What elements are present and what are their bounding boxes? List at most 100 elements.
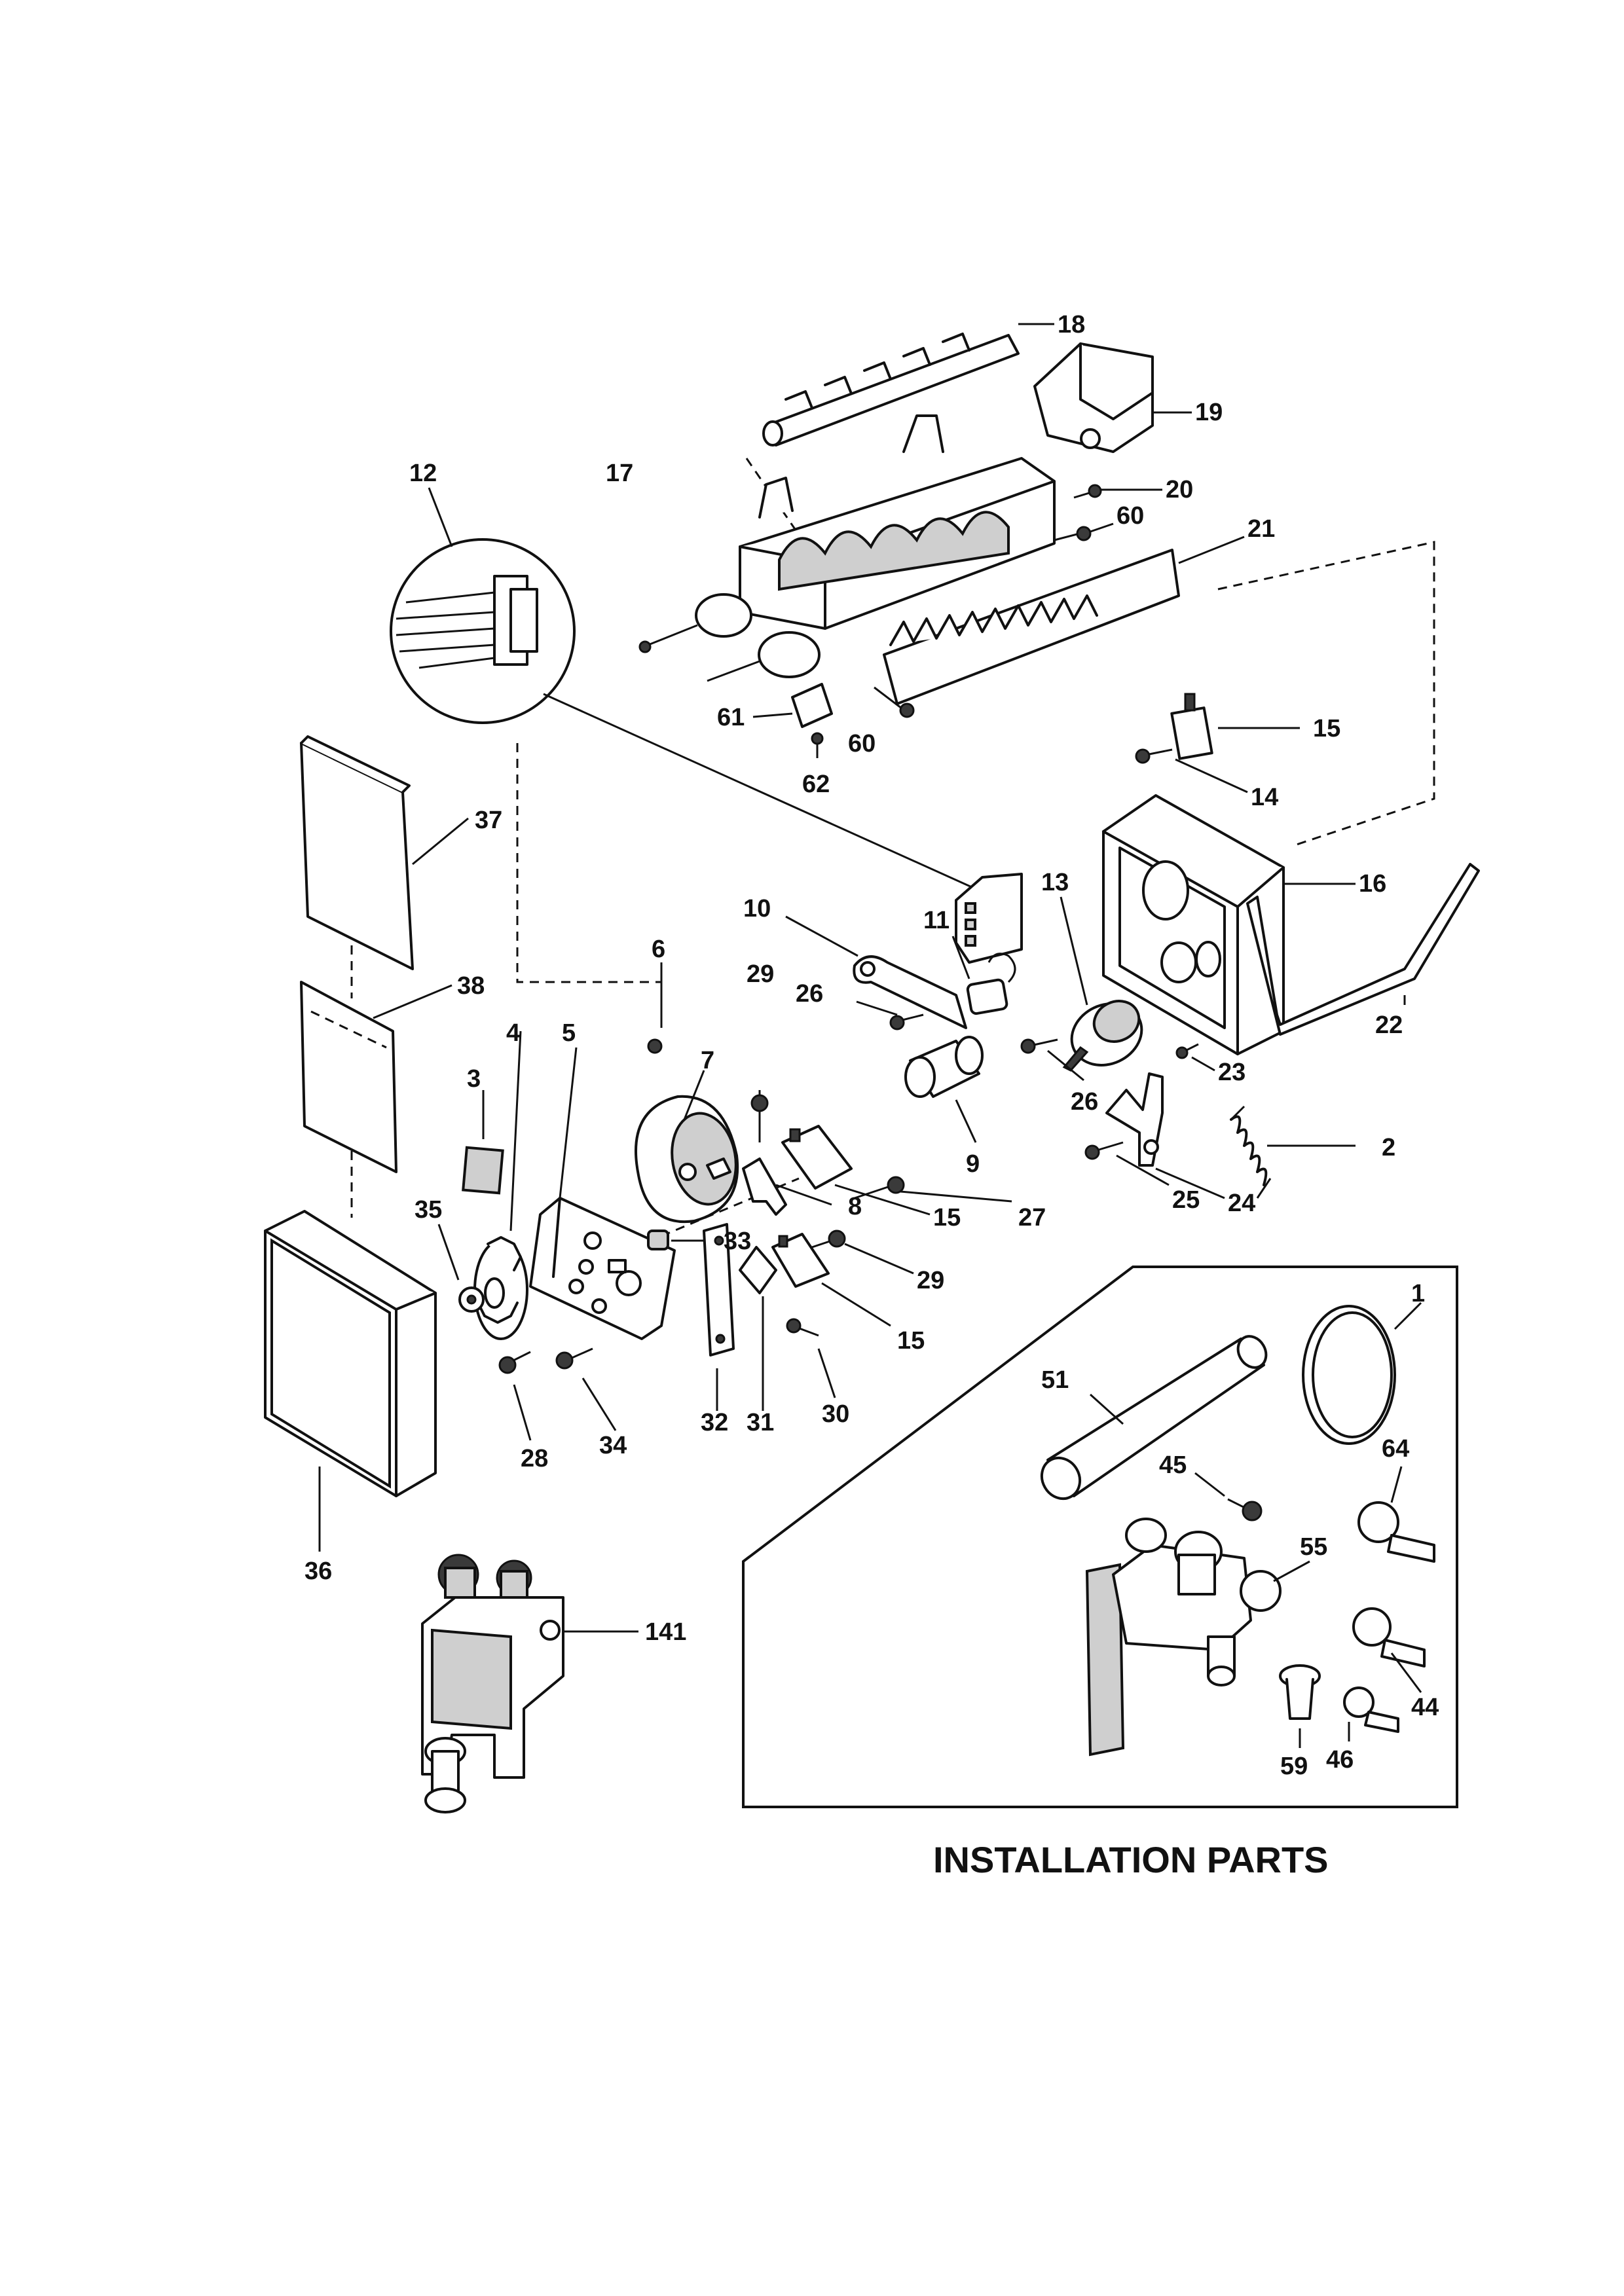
screw-14 (1135, 748, 1173, 764)
callout-29-lower: 29 (917, 1267, 944, 1294)
ice-mold (638, 414, 1056, 682)
callout-7: 7 (701, 1047, 714, 1074)
spring (1230, 1105, 1272, 1199)
instruction-sheet (300, 981, 397, 1173)
callout-37: 37 (475, 807, 502, 834)
screw-29-top (750, 1090, 769, 1142)
callout-60-top: 60 (1116, 502, 1144, 530)
screw-23 (1175, 1043, 1199, 1059)
callout-59: 59 (1280, 1753, 1308, 1780)
callout-20: 20 (1166, 476, 1193, 503)
screw-27 (854, 1176, 905, 1199)
switch-actuator (742, 1157, 787, 1216)
callout-9: 9 (966, 1150, 980, 1178)
installation-parts-heading: INSTALLATION PARTS (933, 1839, 1329, 1880)
drive-motor (635, 1095, 739, 1224)
callout-61: 61 (717, 704, 745, 731)
harness-plug (966, 953, 1016, 1015)
callout-22: 22 (1375, 1011, 1403, 1039)
screw-45 (1227, 1498, 1263, 1522)
carton (264, 1210, 437, 1497)
tube-51 (1040, 1335, 1268, 1501)
callout-27: 27 (1018, 1204, 1046, 1231)
callout-15-middle: 15 (933, 1204, 961, 1231)
screw-6 (647, 962, 663, 1054)
callout-62: 62 (802, 771, 830, 798)
callout-21: 21 (1247, 515, 1275, 543)
tubing-coil (1302, 1305, 1396, 1445)
screw-26-left (889, 1013, 924, 1030)
screw-20 (1073, 484, 1102, 499)
shutoff-arm (1246, 863, 1480, 1036)
callout-1: 1 (1411, 1280, 1425, 1307)
motor-coupler (904, 1036, 984, 1098)
assembly-guide-lines (350, 458, 1435, 1237)
grommet-59 (1279, 1664, 1321, 1720)
callout-15-lower: 15 (897, 1327, 925, 1355)
water-valve-55 (1085, 1518, 1282, 1757)
ejector-blade (762, 333, 1020, 446)
callout-14: 14 (1251, 784, 1278, 811)
callout-60-bottom: 60 (848, 730, 876, 757)
installation-parts-box (742, 1266, 1458, 1808)
callout-11: 11 (923, 907, 950, 934)
callout-32: 32 (701, 1409, 728, 1436)
callout-6: 6 (652, 936, 665, 963)
screw-35 (458, 1286, 485, 1313)
wire-connector (955, 873, 1023, 964)
screw-29-lower (811, 1230, 846, 1248)
clamp-64 (1357, 1501, 1435, 1563)
callout-3: 3 (467, 1065, 481, 1093)
screw-30 (786, 1318, 819, 1337)
spring-33 (647, 1230, 669, 1250)
callout-51: 51 (1041, 1366, 1069, 1394)
screw-60-top (1054, 526, 1092, 541)
screw-28 (498, 1351, 531, 1374)
callout-29-top: 29 (747, 960, 774, 988)
callout-23: 23 (1218, 1059, 1246, 1086)
callout-34: 34 (599, 1432, 627, 1459)
switch-bracket (703, 1223, 735, 1357)
callout-45: 45 (1159, 1451, 1187, 1479)
clip-61 (791, 683, 833, 728)
callout-4: 4 (506, 1019, 520, 1047)
callout-36: 36 (304, 1558, 332, 1585)
screw-25 (1084, 1141, 1124, 1160)
callout-19: 19 (1195, 399, 1223, 426)
control-housing (1102, 794, 1285, 1055)
mounting-plate (529, 1197, 676, 1340)
switch-15-top (1170, 693, 1213, 760)
shutoff-cam (853, 955, 967, 1029)
water-valve-141 (421, 1554, 564, 1813)
callout-10: 10 (743, 895, 771, 922)
callout-64: 64 (1382, 1435, 1409, 1463)
mold-heater (883, 549, 1180, 705)
callout-28: 28 (521, 1445, 548, 1472)
clamp-44 (1352, 1607, 1426, 1667)
callout-35: 35 (415, 1196, 442, 1224)
screw-34 (555, 1347, 593, 1370)
callout-16: 16 (1359, 870, 1386, 898)
callout-17: 17 (606, 460, 633, 487)
callout-141: 141 (645, 1618, 686, 1646)
callout-38: 38 (457, 972, 485, 1000)
callout-44: 44 (1411, 1694, 1439, 1721)
callout-15-top: 15 (1313, 715, 1340, 742)
callout-30: 30 (822, 1400, 849, 1428)
label-3 (462, 1146, 504, 1195)
instruction-manual (300, 735, 414, 970)
callout-labels: 18 19 20 60 21 12 17 61 60 62 15 14 37 1… (304, 311, 1439, 1880)
screw-26-right (1020, 1038, 1058, 1054)
callout-31: 31 (747, 1409, 774, 1436)
switch-15-middle (781, 1125, 853, 1190)
callout-5: 5 (562, 1019, 576, 1047)
thermostat (1062, 1000, 1143, 1072)
callout-18: 18 (1058, 311, 1085, 338)
callout-13: 13 (1041, 869, 1069, 896)
callout-25: 25 (1172, 1186, 1200, 1214)
insulator-31 (739, 1246, 777, 1294)
callout-26-left: 26 (796, 980, 823, 1008)
callout-26-right: 26 (1071, 1088, 1098, 1116)
callout-33: 33 (724, 1228, 751, 1255)
